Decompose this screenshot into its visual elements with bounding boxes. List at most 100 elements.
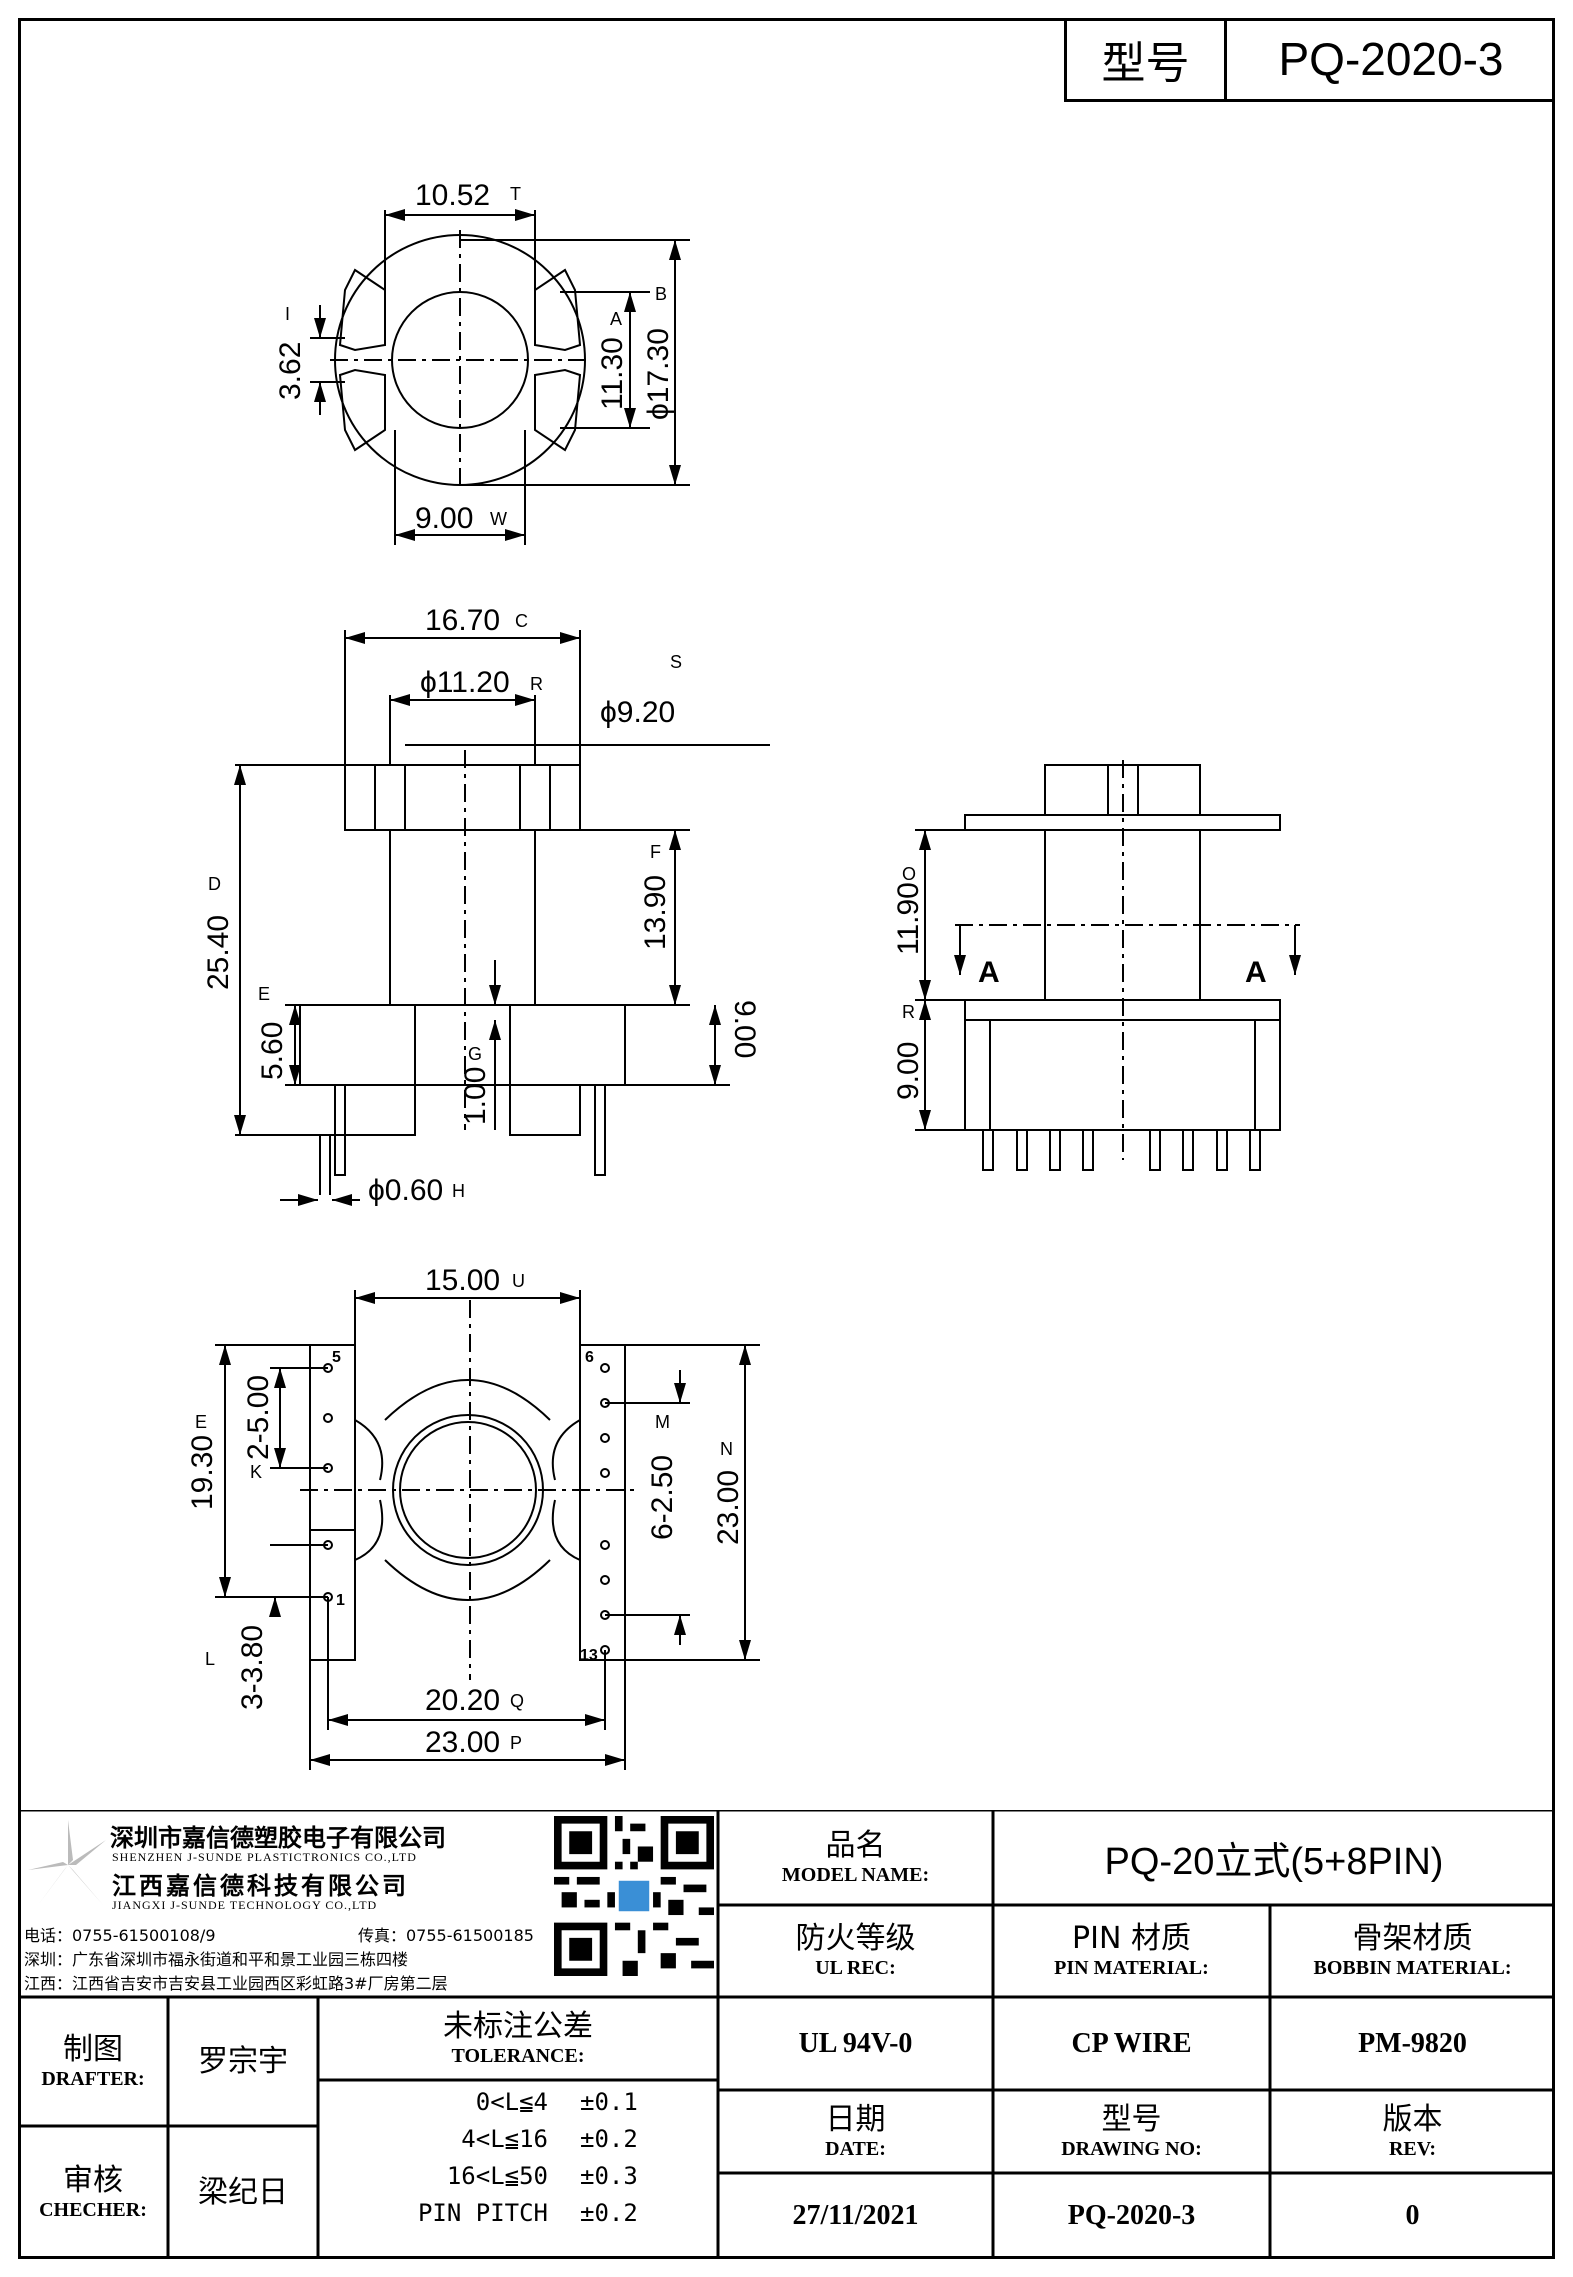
bottom-dim-left-outer: 19.30: [186, 1435, 219, 1510]
ul-value: UL 94V-0: [798, 2027, 913, 2059]
bottom-pin-label-1: 1: [336, 1592, 345, 1609]
header-model-box: 型号 PQ-2020-3: [1064, 18, 1555, 102]
top-dim-left: 3.62: [274, 342, 307, 400]
bottom-dim-outer: 23.00: [425, 1726, 500, 1759]
front-dim-base: 5.60: [256, 1022, 289, 1080]
side-section-left: A: [978, 956, 1000, 989]
tolerance-value-0: ±0.1: [580, 2088, 638, 2116]
drafter-value: 罗宗宇: [198, 2043, 288, 2079]
company-fax: 传真：0755-61500185: [358, 1926, 534, 1945]
date-label-en: DATE:: [825, 2137, 886, 2160]
model-name-label: 品名 MODEL NAME:: [718, 1810, 993, 1905]
company-address-jiangxi: 江西：江西省吉安市吉安县工业园西区彩虹路3#厂房第二层: [24, 1974, 448, 1993]
pin-material-label: PIN 材质 PIN MATERIAL:: [993, 1905, 1270, 1997]
company-name-en: SHENZHEN J-SUNDE PLASTICTRONICS CO.,LTD: [112, 1850, 417, 1864]
ul-label-cn: 防火等级: [795, 1921, 916, 1956]
tolerance-range-2: 16<L≦50: [446, 2162, 548, 2190]
tolerance-range-3: PIN PITCH: [417, 2199, 548, 2227]
checker-label-en: CHECHER:: [39, 2198, 147, 2221]
front-dim-pin: ϕ0.60: [368, 1174, 443, 1207]
bobbin-material-label-en: BOBBIN MATERIAL:: [1313, 1957, 1512, 1979]
drawing-no-label-cn: 型号: [1101, 2101, 1162, 2137]
header-model-label: 型号: [1067, 18, 1227, 99]
front-dim-base-height: 9.00: [728, 1000, 761, 1058]
checker-value: 梁纪日: [198, 2174, 288, 2210]
bottom-mark-inner: Q: [510, 1691, 524, 1711]
bottom-mark-pitch-right: M: [655, 1412, 670, 1432]
bottom-pin-label-13: 13: [580, 1647, 598, 1664]
tolerance-label: 未标注公差 TOLERANCE:: [318, 1997, 718, 2080]
rev-value: 0: [1405, 2200, 1420, 2231]
top-view: [310, 209, 690, 545]
drafter-label-en: DRAFTER:: [41, 2067, 145, 2090]
model-name-label-en: MODEL NAME:: [781, 1863, 930, 1886]
side-dim-upper: 11.90: [892, 882, 925, 955]
tolerance-range-1: 4<L≦16: [461, 2125, 548, 2153]
tolerance-value-3: ±0.2: [580, 2199, 638, 2227]
rev-label-cn: 版本: [1382, 2101, 1443, 2137]
top-dim-b: ϕ17.30: [642, 328, 675, 420]
pin-material-value: CP WIRE: [1071, 2027, 1192, 2059]
ul-label: 防火等级 UL REC:: [718, 1905, 993, 1997]
bottom-view-outline: [309, 1344, 626, 1661]
rev-label-en: REV:: [1388, 2137, 1437, 2160]
front-dim-winding: 13.90: [639, 875, 672, 950]
header-model-value: PQ-2020-3: [1278, 32, 1504, 85]
front-mark-flange: R: [530, 674, 543, 694]
model-name-label-cn: 品名: [825, 1827, 886, 1863]
front-dim-width: 16.70: [425, 604, 500, 637]
bobbin-material-value: PM-9820: [1358, 2027, 1467, 2059]
company-phone: 电话：0755-61500108/9: [24, 1926, 216, 1945]
drawing-no-label: 型号 DRAWING NO:: [993, 2090, 1270, 2173]
side-mark-lower: R: [902, 1002, 915, 1022]
bottom-mark-row: L: [205, 1649, 215, 1669]
front-dim-gap: 1.00: [459, 1067, 492, 1125]
front-mark-winding: F: [650, 842, 661, 862]
tolerance-range-0: 0<L≦4: [475, 2088, 548, 2116]
front-mark-gap: G: [468, 1044, 482, 1064]
bottom-mark-pitch-left: K: [250, 1462, 262, 1482]
bottom-pin-label-6: 6: [585, 1349, 594, 1366]
pin-material-label-en: PIN MATERIAL:: [1054, 1957, 1209, 1979]
front-mark-base: E: [258, 984, 270, 1004]
pin-material-label-cn: PIN 材质: [1072, 1921, 1191, 1956]
side-view: [915, 760, 1301, 1171]
model-name-value: PQ-20立式(5+8PIN): [1104, 1841, 1444, 1883]
bottom-mark-left-outer: E: [195, 1412, 207, 1432]
top-dim-bottom: 9.00: [415, 502, 473, 535]
date-label: 日期 DATE:: [718, 2090, 993, 2173]
bottom-mark-right: N: [720, 1439, 733, 1459]
front-dim-core: ϕ9.20: [600, 696, 675, 729]
top-mark-b: B: [655, 284, 667, 304]
bottom-dim-row: 3-3.80: [236, 1625, 269, 1710]
tolerance-table: 0<L≦4 ±0.1 4<L≦16 ±0.2 16<L≦50 ±0.3 PIN …: [318, 2084, 718, 2256]
drawing-frame: [18, 18, 1555, 2259]
bottom-dim-top: 15.00: [425, 1264, 500, 1297]
tolerance-label-en: TOLERANCE:: [451, 2044, 585, 2067]
company-logo: [28, 1820, 106, 1905]
front-top-flange: [344, 764, 581, 831]
drafter-label: 制图 DRAFTER:: [18, 1997, 168, 2126]
side-section-right: A: [1245, 956, 1267, 989]
drawing-no-value: PQ-2020-3: [1067, 2200, 1196, 2231]
side-dim-lower: 9.00: [892, 1042, 925, 1100]
top-dim-top: 10.52: [415, 179, 490, 212]
company-name-cn: 深圳市嘉信德塑胶电子有限公司: [110, 1824, 446, 1852]
bottom-dim-inner: 20.20: [425, 1684, 500, 1717]
rev-label: 版本 REV:: [1270, 2090, 1555, 2173]
title-block: 深圳市嘉信德塑胶电子有限公司 SHENZHEN J-SUNDE PLASTICT…: [18, 1810, 1555, 2259]
top-dim-a: 11.30: [596, 337, 629, 410]
front-view: [234, 630, 770, 1206]
front-mark-s: S: [670, 652, 682, 672]
title-block-grid: [18, 1810, 1555, 2259]
company2-name-cn: 江西嘉信德科技有限公司: [112, 1872, 409, 1900]
bottom-pin-label-5: 5: [332, 1349, 341, 1366]
company-address-shenzhen: 深圳：广东省深圳市福永街道和平和景工业园三栋四楼: [24, 1950, 409, 1969]
company2-name-en: JIANGXI J-SUNDE TECHNOLOGY CO.,LTD: [112, 1898, 378, 1912]
drafter-label-cn: 制图: [63, 2031, 123, 2067]
top-mark-a: A: [610, 309, 622, 329]
bottom-mark-outer: P: [510, 1733, 522, 1753]
date-value: 27/11/2021: [792, 2200, 919, 2231]
side-mark-upper: O: [902, 864, 916, 884]
front-dim-flange: ϕ11.20: [420, 666, 510, 699]
